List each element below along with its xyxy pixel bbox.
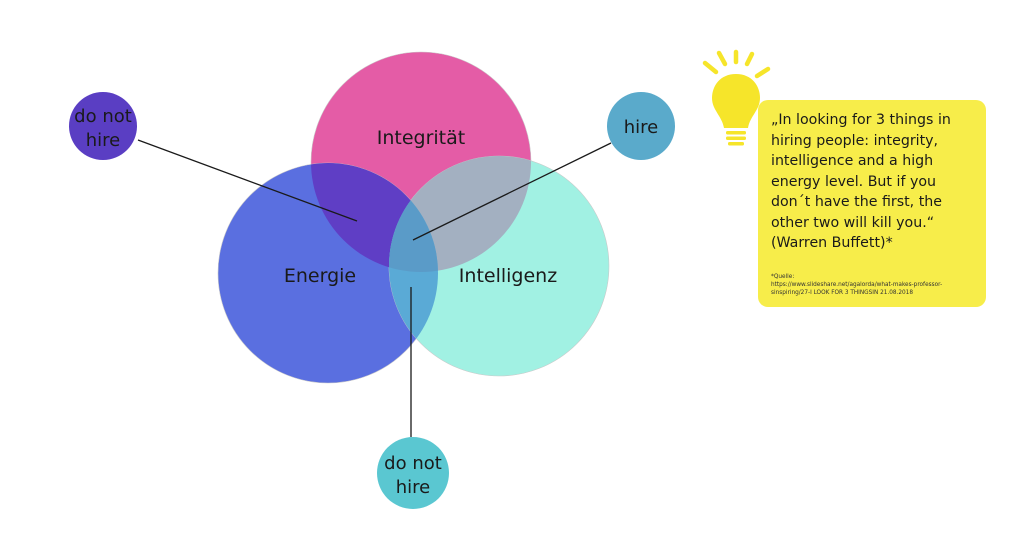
quote-text: „In looking for 3 things in hiring peopl… [771, 112, 951, 251]
callout-label-line1: do not [74, 106, 132, 127]
callout-label-line1: hire [624, 117, 659, 138]
overlap-integritaet-energie [311, 163, 438, 272]
label-intelligenz: Intelligenz [459, 265, 557, 287]
quote-box: „In looking for 3 things in hiring peopl… [758, 100, 986, 307]
label-energie: Energie [284, 265, 356, 287]
connector-line-top-left [137, 139, 358, 222]
lightbulb-icon [702, 49, 771, 146]
callout-do-not-hire-bottom: do not hire [377, 437, 449, 509]
callout-label-line1: do not [384, 453, 442, 474]
callout-label-line2: hire [86, 130, 121, 151]
callout-do-not-hire-left: do not hire [69, 92, 137, 160]
callout-hire-right: hire [607, 92, 675, 160]
label-integritaet: Integrität [377, 127, 465, 149]
connector-line-top-right [412, 142, 612, 241]
callout-label-line2: hire [396, 477, 431, 498]
quote-source: *Quelle: https://www.slideshare.net/agal… [771, 271, 943, 296]
